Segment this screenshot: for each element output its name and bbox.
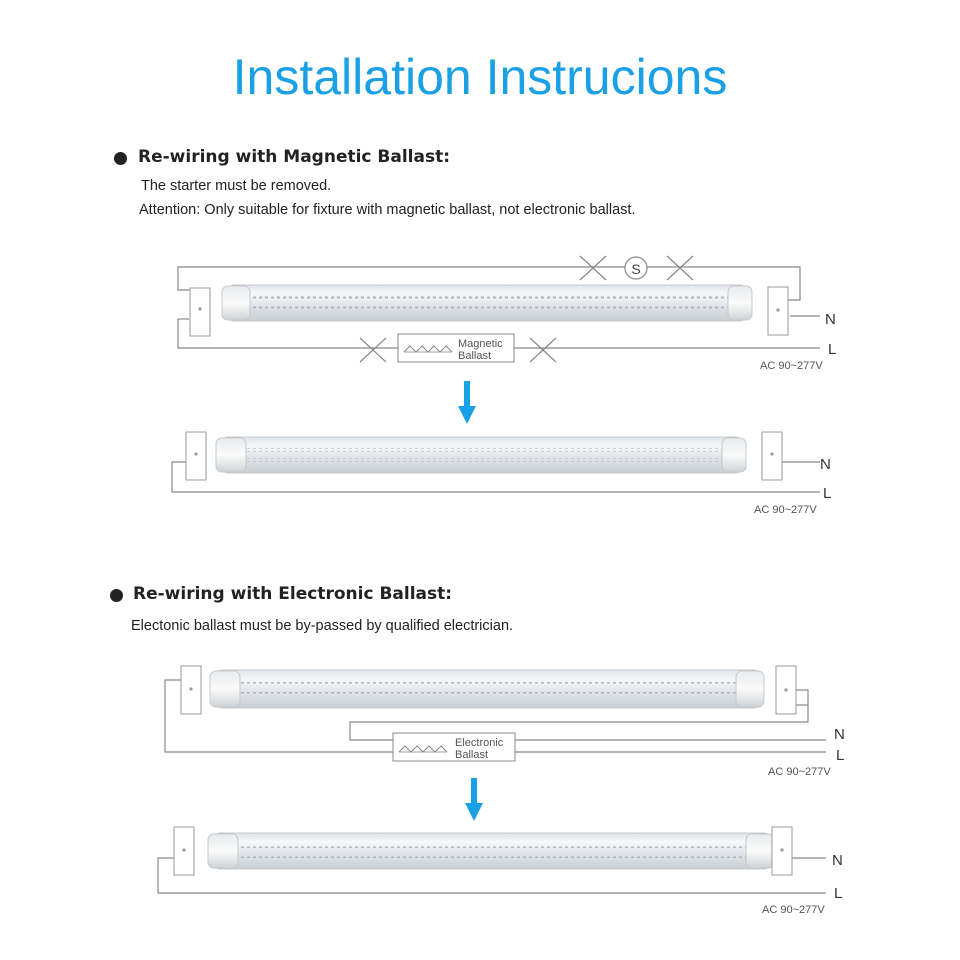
line-label: L (828, 341, 836, 358)
section-1-heading: Re-wiring with Magnetic Ballast: (138, 147, 451, 167)
end-socket (185, 431, 783, 481)
neutral-label: N (832, 852, 843, 869)
led-tube-2 (215, 436, 747, 474)
line-label: L (836, 747, 844, 764)
voltage-label: AC 90~277V (760, 360, 823, 372)
electronic-ballast (392, 732, 516, 762)
led-tube-3 (209, 669, 765, 709)
line-label: L (823, 485, 831, 502)
magnetic-before-wiring (177, 266, 820, 349)
line-label: L (834, 885, 842, 902)
end-socket (180, 665, 797, 715)
voltage-label: AC 90~277V (762, 904, 825, 916)
section-1-note-1: The starter must be removed. (141, 178, 332, 194)
led-tube-4 (207, 832, 775, 870)
neutral-label: N (834, 726, 845, 743)
end-socket (189, 286, 789, 337)
end-socket (173, 826, 793, 876)
section-1-note-2: Attention: Only suitable for fixture wit… (139, 202, 636, 218)
arrow-down-icon (465, 778, 483, 821)
electronic-before-wiring (164, 679, 826, 753)
section-2-heading: Re-wiring with Electronic Ballast: (133, 584, 453, 604)
neutral-label: N (825, 311, 836, 328)
section-2-bullet (110, 589, 123, 602)
section-2-note-1: Electonic ballast must be by-passed by q… (131, 618, 514, 634)
voltage-label: AC 90~277V (768, 766, 831, 778)
starter-label: S (631, 261, 640, 277)
magnetic-after-wiring (171, 461, 820, 493)
electronic-ballast-label-1: Electronic (455, 737, 504, 749)
magnetic-ballast-label-1: Magnetic (458, 338, 503, 350)
electronic-ballast-label-2: Ballast (455, 749, 488, 761)
magnetic-ballast-label-2: Ballast (458, 350, 491, 362)
led-tube-1 (221, 284, 753, 322)
page-title: Installation Instrucions (232, 49, 728, 105)
voltage-label: AC 90~277V (754, 504, 817, 516)
arrow-down-icon (458, 381, 476, 424)
section-1-bullet (114, 152, 127, 165)
electronic-after-wiring (157, 857, 826, 894)
magnetic-ballast (397, 333, 515, 363)
neutral-label: N (820, 456, 831, 473)
starter-removed (359, 255, 694, 363)
